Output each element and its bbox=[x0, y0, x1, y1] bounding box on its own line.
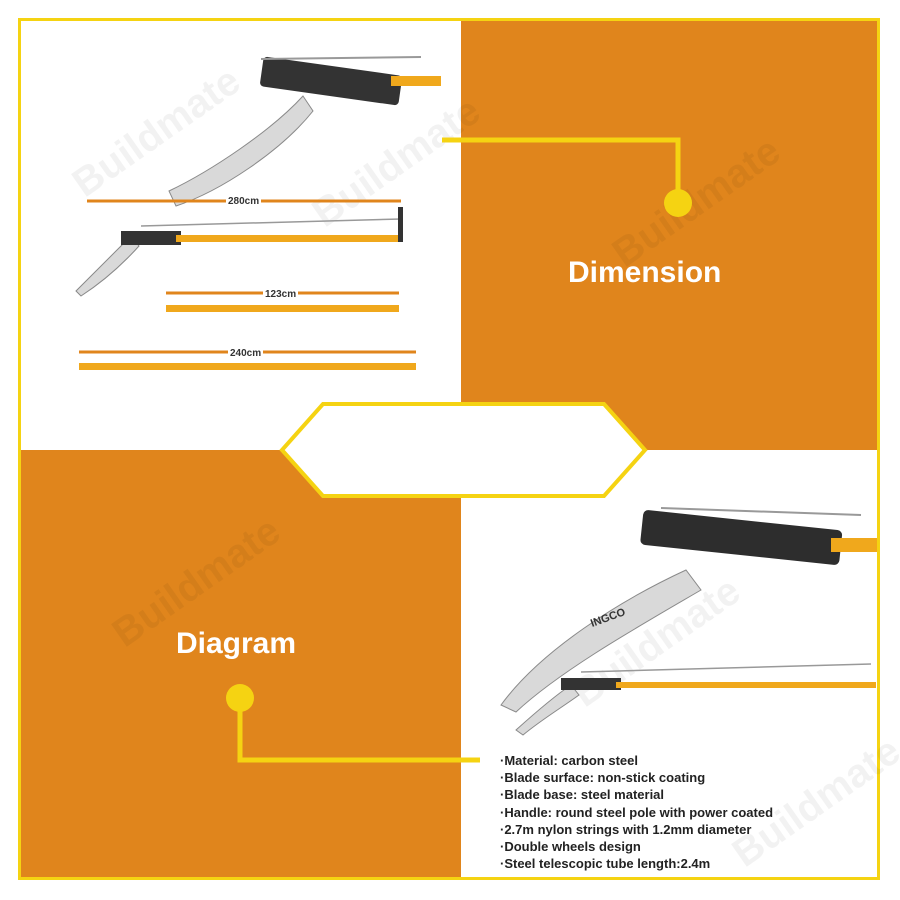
pole-123 bbox=[166, 305, 399, 312]
spec-item: ·Double wheels design bbox=[500, 839, 641, 855]
diagram-connector-dot bbox=[226, 684, 254, 712]
center-hexagon bbox=[279, 402, 648, 498]
tool-blade bbox=[75, 235, 140, 297]
dimension-connector-line bbox=[442, 137, 681, 200]
dimension-123-label: 123cm bbox=[263, 289, 299, 300]
dimension-heading: Dimension bbox=[568, 256, 722, 289]
spec-item: ·Blade surface: non-stick coating bbox=[500, 770, 706, 786]
spec-item: ·Blade base: steel material bbox=[500, 787, 665, 803]
diagram-heading: Diagram bbox=[176, 627, 297, 660]
spec-item: ·2.7m nylon strings with 1.2mm diameter bbox=[500, 821, 752, 837]
spec-list: ·Material: carbon steel ·Blade surface: … bbox=[500, 752, 773, 872]
spec-item: ·Material: carbon steel bbox=[500, 753, 638, 768]
pole-240 bbox=[79, 363, 416, 370]
closeup-saw-blade bbox=[500, 569, 702, 713]
dimension-label-panel bbox=[461, 21, 877, 450]
diagram-connector-line bbox=[237, 698, 480, 763]
tool-head bbox=[121, 231, 181, 245]
closeup-pruner-head bbox=[640, 510, 843, 565]
dimension-280-label: 280cm bbox=[226, 196, 262, 207]
dimension-240-label: 240cm bbox=[228, 348, 264, 359]
diagram-label-panel bbox=[21, 450, 461, 877]
spec-item: ·Handle: round steel pole with power coa… bbox=[500, 804, 774, 820]
dimension-connector-dot bbox=[664, 189, 692, 217]
small-blade bbox=[515, 684, 580, 736]
pruner-head bbox=[260, 56, 402, 106]
spec-item: ·Steel telescopic tube length:2.4m bbox=[500, 856, 711, 872]
tool-pole bbox=[176, 235, 402, 242]
pruner-saw-illustration bbox=[75, 56, 441, 370]
small-pole bbox=[616, 682, 876, 688]
outer-frame bbox=[18, 18, 880, 880]
pole-segment bbox=[391, 76, 441, 86]
pruner-saw-closeup bbox=[500, 507, 877, 736]
small-head bbox=[561, 678, 621, 690]
closeup-pole bbox=[831, 538, 877, 552]
saw-blade bbox=[168, 95, 314, 207]
